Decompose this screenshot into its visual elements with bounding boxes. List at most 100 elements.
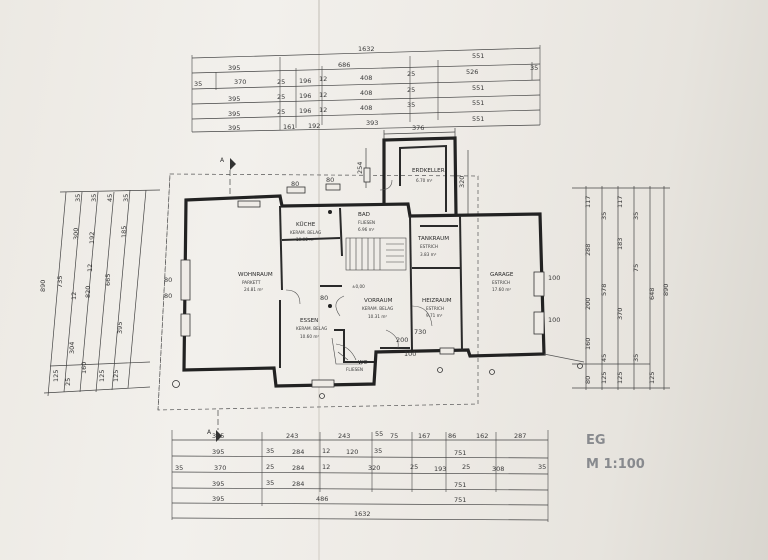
dim-bottom: 120 bbox=[346, 448, 358, 456]
dim-top: 408 bbox=[360, 89, 372, 97]
dim-right: 35 bbox=[632, 354, 640, 362]
room-garage-finish: ESTRICH bbox=[492, 280, 510, 285]
svg-text:80: 80 bbox=[164, 276, 172, 284]
room-wc-finish: FLIESEN bbox=[346, 367, 363, 372]
dim-right: 125 bbox=[616, 372, 624, 384]
dim-bottom: 25 bbox=[462, 463, 470, 471]
room-bad-finish: FLIESEN bbox=[358, 220, 375, 225]
dim-right: 160 bbox=[584, 338, 592, 350]
left-dimensions: 890 735 125 35 300 12 304 25 35 192 12 8… bbox=[39, 189, 161, 397]
dim-erker: 376 bbox=[412, 124, 424, 132]
dim-bottom: 370 bbox=[214, 464, 226, 472]
dim-top: 35 bbox=[530, 64, 538, 72]
right-dimensions: 117 288 200 160 80 35 578 45 125 117 183… bbox=[572, 186, 670, 390]
dim-left: 45 bbox=[106, 194, 114, 202]
room-tankraum-name: TANKRAUM bbox=[417, 236, 449, 242]
room-heizraum-name: HEIZRAUM bbox=[422, 298, 452, 304]
dim-top: 686 bbox=[338, 61, 350, 69]
dim-left: 35 bbox=[90, 194, 98, 202]
windows bbox=[180, 167, 545, 388]
dim-right: 117 bbox=[584, 196, 592, 208]
door-swings bbox=[285, 179, 433, 349]
dim-left: 25 bbox=[64, 378, 72, 386]
roof-outline bbox=[157, 173, 479, 411]
dim-bottom: 486 bbox=[316, 495, 328, 503]
dim-bottom: 12 bbox=[322, 447, 330, 455]
top-dimensions: 1632 395 686 551 35 370 25 196 12 408 25… bbox=[191, 45, 541, 214]
dim-top: 25 bbox=[277, 108, 285, 116]
dim-left: 125 bbox=[52, 370, 60, 382]
dim-left: 35 bbox=[122, 194, 130, 202]
room-wohnraum-finish: PARKETT bbox=[242, 280, 261, 285]
svg-text:100: 100 bbox=[548, 316, 560, 324]
svg-text:100: 100 bbox=[548, 274, 560, 282]
dim-top: 12 bbox=[319, 106, 327, 114]
dim-left: 35 bbox=[74, 194, 82, 202]
room-heizraum-area: 9.71 m² bbox=[426, 313, 443, 318]
room-labels: WOHNRAUM PARKETT 24.81 m² KÜCHE KERAM. B… bbox=[238, 168, 514, 372]
room-bad-area: 6.96 m² bbox=[358, 227, 375, 232]
section-marker-bottom: A bbox=[207, 429, 212, 436]
section-arrow-icon bbox=[230, 158, 236, 170]
paper-fold bbox=[318, 0, 320, 560]
dim-top: 196 bbox=[299, 92, 311, 100]
room-heizraum-finish: ESTRICH bbox=[426, 306, 444, 311]
dim-right: 648 bbox=[648, 288, 656, 300]
dim-bottom: 193 bbox=[434, 465, 446, 473]
dim-left: 820 bbox=[84, 286, 92, 298]
dim-bottom: 35 bbox=[266, 447, 274, 455]
dim-top: 526 bbox=[466, 68, 478, 76]
dim-top: 395 bbox=[228, 64, 240, 72]
dim-top: 25 bbox=[277, 93, 285, 101]
dim-top: 161 bbox=[283, 123, 295, 131]
dim-left: 12 bbox=[86, 264, 94, 272]
dim-right: 125 bbox=[600, 372, 608, 384]
dim-left-total: 890 bbox=[39, 280, 47, 292]
dim-bottom: 86 bbox=[448, 432, 456, 440]
room-vorraum-name: VORRAUM bbox=[364, 298, 393, 304]
dim-right: 578 bbox=[600, 284, 608, 296]
dim-bottom: 284 bbox=[292, 480, 304, 488]
room-erdkeller-area: 6.70 m² bbox=[416, 178, 433, 183]
dim-bottom: 751 bbox=[454, 449, 466, 457]
room-kueche-name: KÜCHE bbox=[296, 221, 316, 228]
bottom-dimensions: 395 243 243 55 75 167 86 162 287 395 35 … bbox=[171, 430, 549, 522]
level-marker: ±0,00 bbox=[352, 284, 365, 289]
room-wc-name: WC bbox=[358, 360, 368, 366]
dim-right: 35 bbox=[632, 212, 640, 220]
dim-top: 25 bbox=[407, 70, 415, 78]
opening-labels: 80 80 80 80 100 100 100 200 730 80 bbox=[164, 176, 560, 358]
room-kueche-area: 10.02 m² bbox=[296, 237, 315, 242]
dim-top: 12 bbox=[319, 75, 327, 83]
dim-top: 393 bbox=[366, 119, 378, 127]
dim-top: 551 bbox=[472, 115, 484, 123]
dim-erker: 320 bbox=[458, 176, 466, 188]
dim-right: 80 bbox=[584, 376, 592, 384]
svg-text:80: 80 bbox=[291, 180, 299, 188]
dim-bottom: 162 bbox=[476, 432, 488, 440]
dim-top: 370 bbox=[234, 78, 246, 86]
dim-left: 160 bbox=[80, 362, 88, 374]
dim-top: 551 bbox=[472, 52, 484, 60]
dim-right: 35 bbox=[600, 212, 608, 220]
dim-top: 196 bbox=[299, 77, 311, 85]
dim-right: 200 bbox=[584, 298, 592, 310]
dim-left: 300 bbox=[72, 228, 80, 240]
dim-bottom: 284 bbox=[292, 448, 304, 456]
dim-left: 12 bbox=[70, 292, 78, 300]
dim-left: 395 bbox=[116, 322, 124, 334]
dim-left: 735 bbox=[56, 276, 64, 288]
dim-left: 185 bbox=[120, 226, 128, 238]
dim-bottom: 12 bbox=[322, 463, 330, 471]
svg-text:80: 80 bbox=[320, 294, 328, 302]
room-essen-area: 10.60 m² bbox=[300, 334, 319, 339]
svg-text:730: 730 bbox=[414, 328, 426, 336]
dim-top: 35 bbox=[194, 80, 202, 88]
dim-top: 408 bbox=[360, 104, 372, 112]
dim-right-total: 890 bbox=[662, 284, 670, 296]
svg-text:100: 100 bbox=[404, 350, 416, 358]
dim-left: 304 bbox=[68, 342, 76, 354]
dim-bottom: 395 bbox=[212, 448, 224, 456]
dim-bottom: 243 bbox=[338, 432, 350, 440]
